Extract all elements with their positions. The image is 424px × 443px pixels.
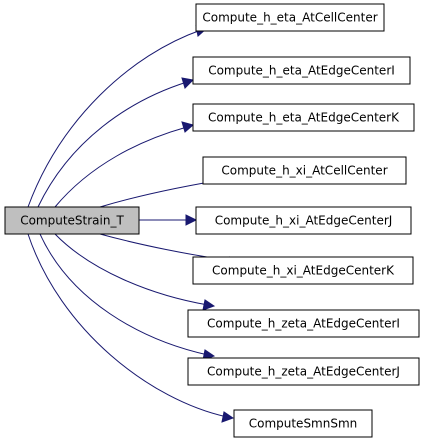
node-label: Compute_h_eta_AtCellCenter [202,11,377,25]
edge-to-compute-h-zeta-atedgecenteri [54,233,216,311]
node-root-label: ComputeStrain_T [20,214,124,228]
node-root[interactable]: ComputeStrain_T [4,206,140,235]
node-label: Compute_h_eta_AtEdgeCenterK [208,111,400,125]
node-compute-h-zeta-atedgecenterj[interactable]: Compute_h_zeta_AtEdgeCenterJ [187,357,420,386]
node-computesmnsmn[interactable]: ComputeSmnSmn [233,409,373,438]
node-label: Compute_h_zeta_AtEdgeCenterJ [207,365,400,379]
node-label: Compute_h_zeta_AtEdgeCenterI [207,317,400,331]
edge-to-compute-h-eta-atedgecenterk [54,121,195,208]
node-label: ComputeSmnSmn [249,417,358,431]
edge-to-compute-h-xi-atedgecenterj [139,214,198,226]
edge-to-compute-h-zeta-atedgecenterj [39,233,216,361]
node-compute-h-eta-atcellcenter[interactable]: Compute_h_eta_AtCellCenter [195,3,385,32]
node-label: Compute_h_xi_AtEdgeCenterK [212,264,395,278]
node-compute-h-xi-atedgecenterj[interactable]: Compute_h_xi_AtEdgeCenterJ [195,206,412,235]
node-compute-h-xi-atedgecenterk[interactable]: Compute_h_xi_AtEdgeCenterK [192,256,414,285]
node-label: Compute_h_xi_AtCellCenter [221,164,387,178]
edge-to-computesmnsmn [27,233,235,423]
node-compute-h-eta-atedgecenterk[interactable]: Compute_h_eta_AtEdgeCenterK [192,103,415,132]
node-compute-h-xi-atcellcenter[interactable]: Compute_h_xi_AtCellCenter [202,156,407,185]
edge-to-compute-h-eta-atcellcenter [27,25,209,208]
node-compute-h-zeta-atedgecenteri[interactable]: Compute_h_zeta_AtEdgeCenterI [187,309,420,338]
node-label: Compute_h_xi_AtEdgeCenterJ [215,214,393,228]
edge-to-compute-h-eta-atedgecenteri [37,77,195,208]
node-compute-h-eta-atedgecenteri[interactable]: Compute_h_eta_AtEdgeCenterI [192,56,411,85]
node-label: Compute_h_eta_AtEdgeCenterI [208,64,395,78]
